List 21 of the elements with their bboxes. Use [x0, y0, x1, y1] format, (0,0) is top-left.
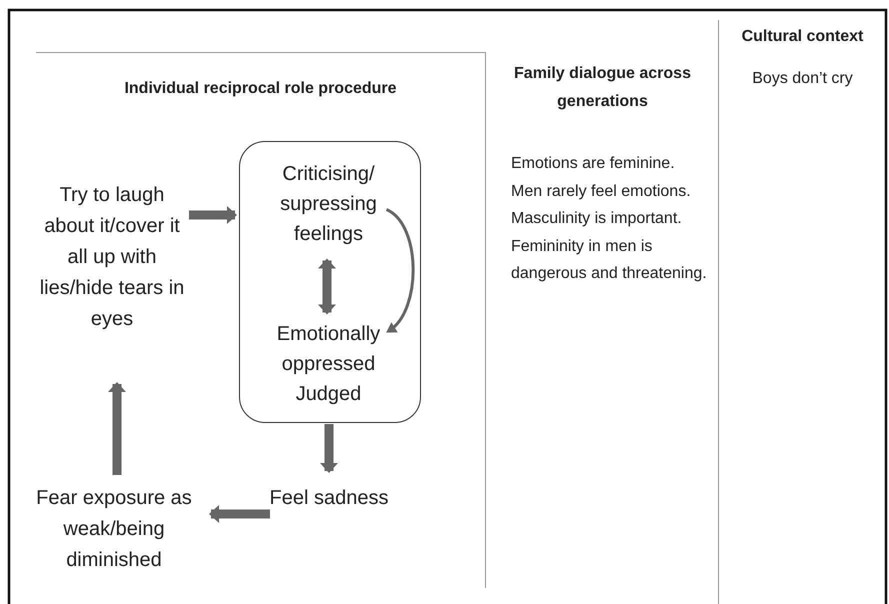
step-text: Emotionally oppressed Judged: [276, 322, 382, 406]
body-text: Masculinity is important.: [510, 209, 683, 229]
body-text: Emotions are feminine.: [510, 154, 676, 174]
curved-arrow: [386, 208, 415, 334]
block-arrow: [320, 424, 338, 473]
step-text: Fear exposure as weak/being diminished: [35, 486, 193, 573]
body-text: Boys don’t cry: [751, 69, 854, 89]
rounded-box: [239, 141, 421, 423]
step-text: Try to laugh about it/cover it all up with lies/hide tears in eyes: [38, 183, 186, 332]
panel: [36, 52, 486, 588]
step-text: Criticising/ supressing feelings: [279, 162, 378, 246]
body-text: Men rarely feel emotions.: [510, 182, 692, 202]
block-arrow: [108, 382, 126, 475]
body-text: Femininity in men is dangerous and threatening.: [510, 236, 708, 284]
column-heading: Family dialogue across generations: [513, 64, 692, 112]
column-heading: Cultural context: [740, 27, 864, 47]
step-text: Feel sadness: [269, 486, 389, 511]
panel-heading: Individual reciprocal role procedure: [123, 80, 398, 98]
block-arrow: [189, 206, 237, 224]
block-arrow: [209, 505, 270, 523]
double-arrow: [318, 258, 336, 314]
